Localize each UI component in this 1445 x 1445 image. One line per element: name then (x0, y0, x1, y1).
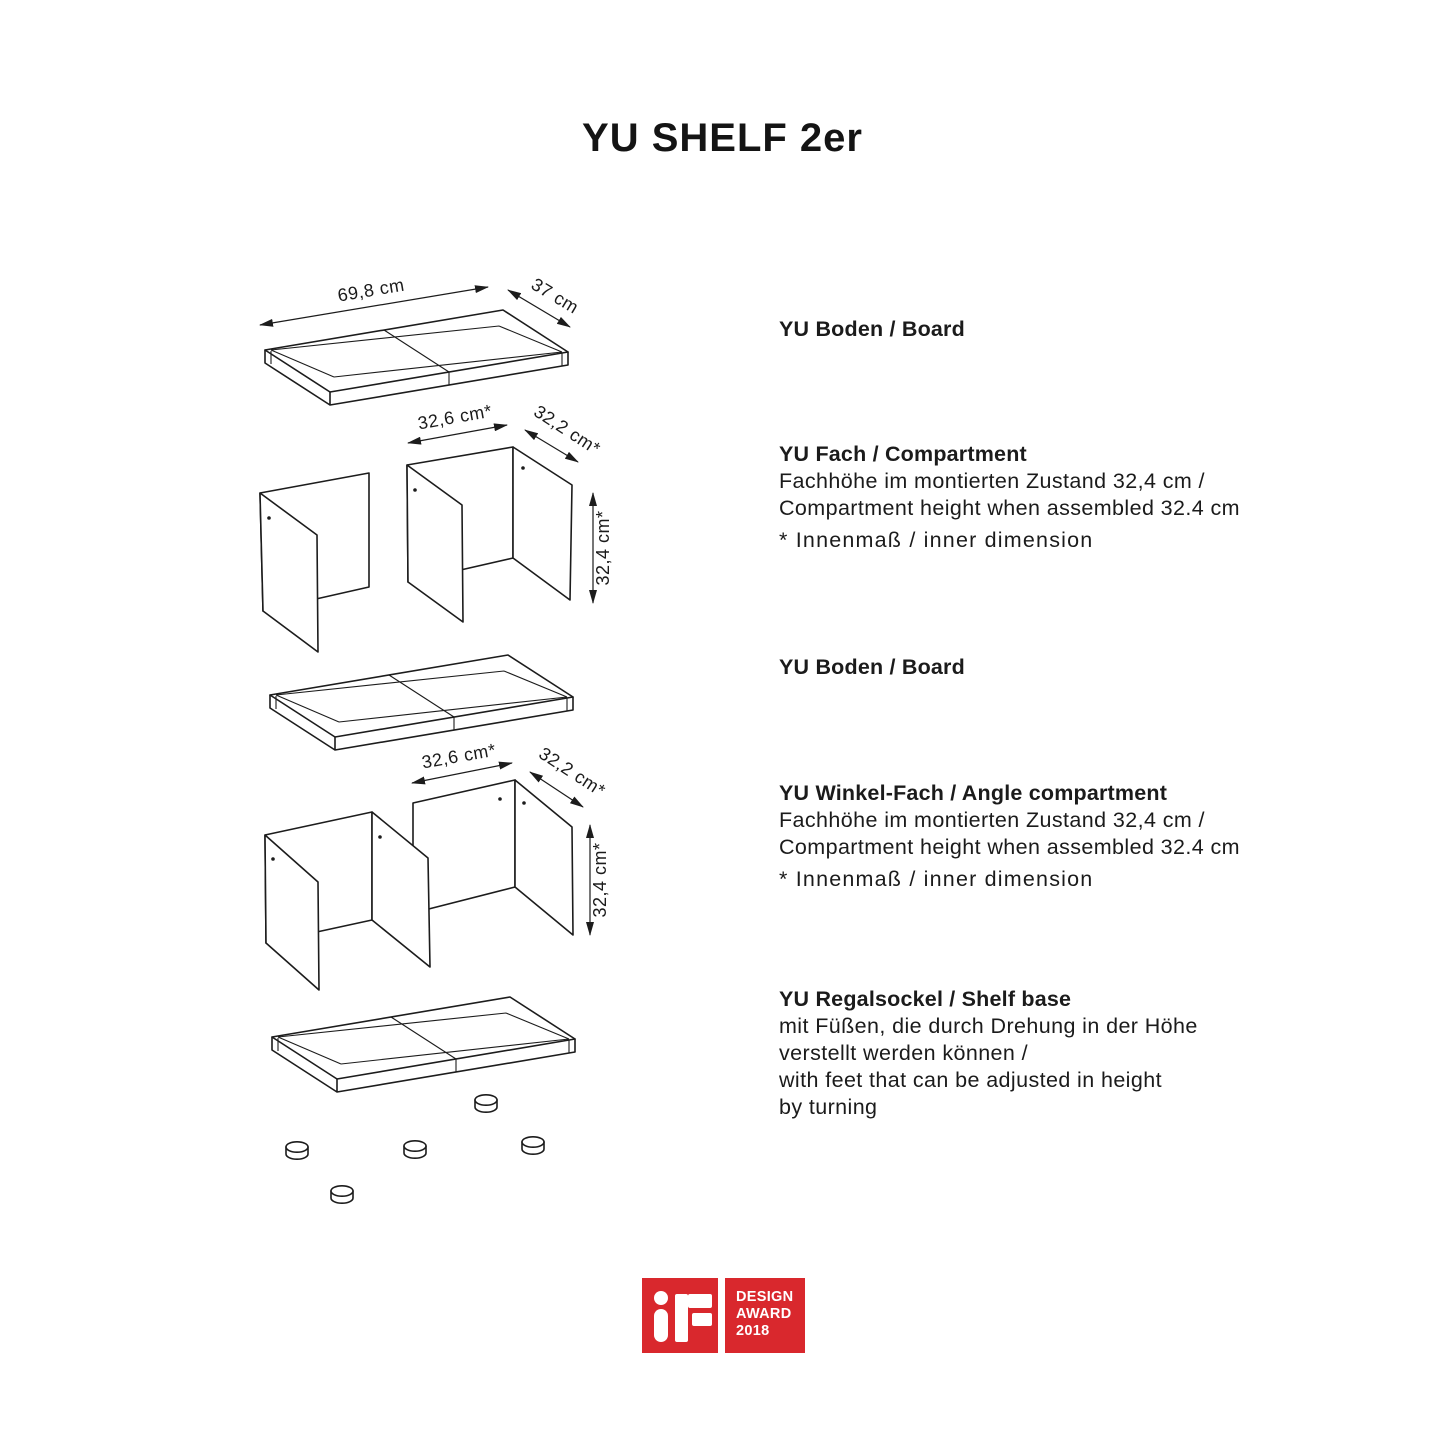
if-logo-i-stem (654, 1309, 668, 1342)
part-description-line: Compartment height when assembled 32.4 c… (779, 835, 1240, 859)
part-label-shelf-base: YU Regalsockel / Shelf base mit Füßen, d… (779, 986, 1198, 1121)
adjustable-feet (285, 1094, 545, 1204)
angle-compartment-drawing (264, 779, 574, 991)
if-logo-f-top-arm (688, 1294, 712, 1308)
if-logo-f-mid-arm (692, 1313, 712, 1326)
award-text-panel: DESIGN AWARD 2018 (725, 1278, 805, 1353)
dim-label-angle-depth: 32,2 cm* (535, 743, 609, 801)
compartment-drawing (259, 446, 573, 653)
part-description-line: mit Füßen, die durch Drehung in der Höhe (779, 1014, 1198, 1038)
inner-dimension-note: * Innenmaß / inner dimension (779, 528, 1094, 552)
part-title: YU Boden / Board (779, 655, 965, 679)
part-label-angle-compartment: YU Winkel-Fach / Angle compartment Fachh… (779, 780, 1240, 893)
part-title: YU Regalsockel / Shelf base (779, 987, 1072, 1011)
shelf-base-drawing (271, 996, 576, 1204)
exploded-diagram: 69,8 cm 37 cm 32,6 cm* 32,2 cm* 32,4 cm*… (259, 274, 613, 1204)
dim-label-compartment-depth: 32,2 cm* (530, 401, 604, 459)
part-label-board-1: YU Boden / Board (779, 316, 965, 343)
part-description-line: verstellt werden können / (779, 1041, 1029, 1065)
part-description-line: Compartment height when assembled 32.4 c… (779, 496, 1240, 520)
award-line-design: DESIGN (736, 1289, 794, 1305)
if-logo (642, 1278, 718, 1353)
dim-label-compartment-width: 32,6 cm* (416, 401, 493, 434)
if-logo-f-stem (675, 1294, 688, 1342)
board-middle-drawing (269, 654, 574, 751)
award-line-award: AWARD (736, 1305, 792, 1322)
if-logo-i-dot (654, 1291, 668, 1305)
part-label-compartment: YU Fach / Compartment Fachhöhe im montie… (779, 441, 1240, 554)
dim-label-board-length: 69,8 cm (336, 275, 406, 306)
part-title: YU Winkel-Fach / Angle compartment (779, 781, 1168, 805)
dim-label-board-depth: 37 cm (528, 274, 582, 318)
dim-label-angle-height: 32,4 cm* (590, 842, 610, 917)
part-title: YU Boden / Board (779, 317, 965, 341)
if-design-award-badge: DESIGN AWARD 2018 (642, 1278, 805, 1353)
part-description-line: Fachhöhe im montierten Zustand 32,4 cm / (779, 469, 1205, 493)
part-label-board-2: YU Boden / Board (779, 654, 965, 681)
part-description-line: Fachhöhe im montierten Zustand 32,4 cm / (779, 808, 1205, 832)
award-line-year: 2018 (736, 1322, 770, 1339)
part-description-line: with feet that can be adjusted in height (779, 1068, 1162, 1092)
part-title: YU Fach / Compartment (779, 442, 1027, 466)
dim-label-compartment-height: 32,4 cm* (593, 510, 613, 585)
dim-label-angle-width: 32,6 cm* (420, 740, 497, 773)
part-description-line: by turning (779, 1095, 878, 1119)
board-top-drawing (264, 309, 569, 406)
page-title: YU SHELF 2er (582, 116, 863, 160)
inner-dimension-note: * Innenmaß / inner dimension (779, 867, 1094, 891)
